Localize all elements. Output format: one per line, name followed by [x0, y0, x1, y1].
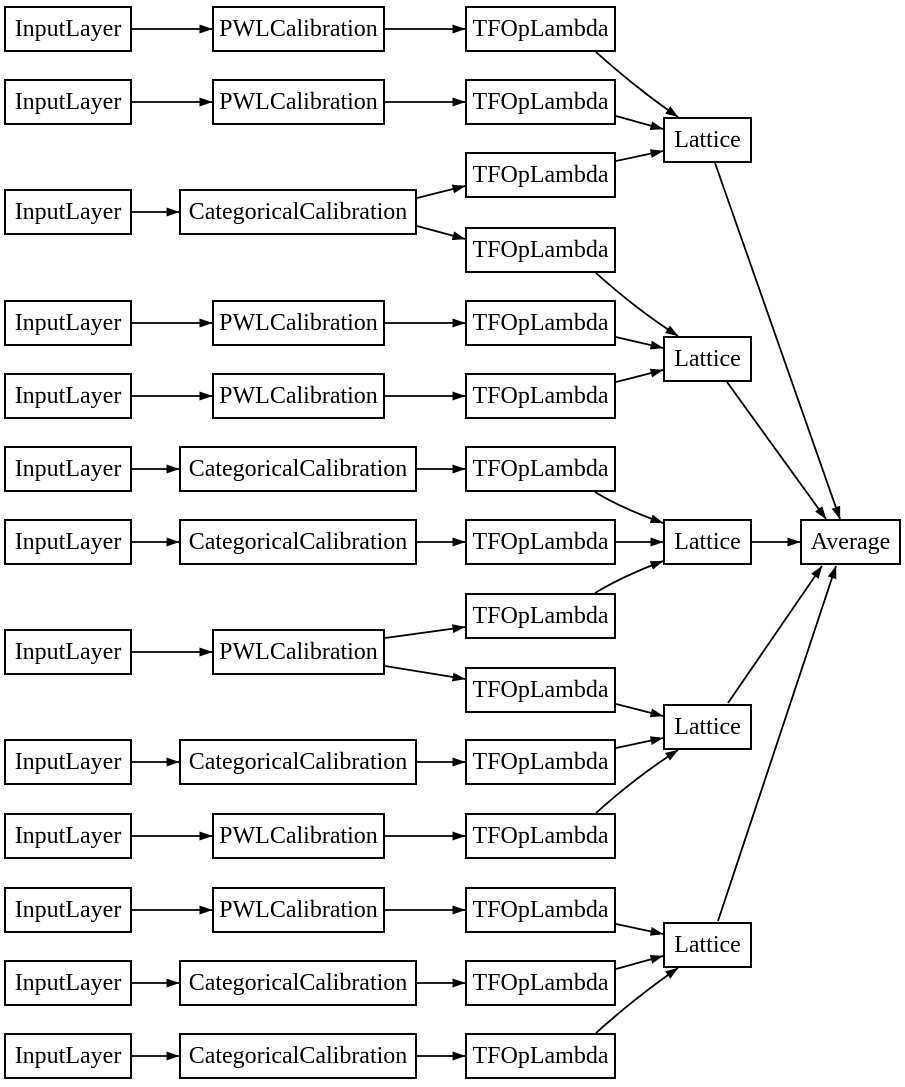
node-t13-tfoplambda: TFOpLambda	[465, 887, 616, 933]
node-t6-tfoplambda: TFOpLambda	[465, 373, 616, 419]
node-t5-tfoplambda: TFOpLambda	[465, 300, 616, 346]
edge-t6-to-l2	[615, 368, 664, 383]
node-c1-pwlcalibration: PWLCalibration	[212, 6, 385, 52]
node-avg-average: Average	[800, 519, 901, 565]
node-c5-pwlcalibration: PWLCalibration	[212, 373, 385, 419]
edge-t9-to-l3	[594, 560, 664, 594]
node-c9-categoricalcalibration: CategoricalCalibration	[179, 739, 417, 785]
node-c7-categoricalcalibration: CategoricalCalibration	[179, 519, 417, 565]
edge-c3-to-t3	[416, 184, 466, 199]
node-c13-categoricalcalibration: CategoricalCalibration	[179, 1033, 417, 1079]
node-il13-inputlayer: InputLayer	[4, 1033, 132, 1079]
edge-t13-to-l5	[615, 923, 664, 936]
edge-c8-to-t10	[384, 665, 466, 682]
node-l3-lattice: Lattice	[663, 519, 752, 565]
node-il10-inputlayer: InputLayer	[4, 813, 132, 859]
node-il4-inputlayer: InputLayer	[4, 300, 132, 346]
edge-t10-to-l4	[615, 703, 664, 718]
node-t2-tfoplambda: TFOpLambda	[465, 79, 616, 125]
node-t9-tfoplambda: TFOpLambda	[465, 593, 616, 639]
node-t7-tfoplambda: TFOpLambda	[465, 446, 616, 492]
node-il7-inputlayer: InputLayer	[4, 519, 132, 565]
node-t15-tfoplambda: TFOpLambda	[465, 1033, 616, 1079]
node-c8-pwlcalibration: PWLCalibration	[212, 629, 385, 675]
node-t1-tfoplambda: TFOpLambda	[465, 6, 616, 52]
node-l4-lattice: Lattice	[663, 704, 752, 750]
node-t10-tfoplambda: TFOpLambda	[465, 667, 616, 713]
node-c10-pwlcalibration: PWLCalibration	[212, 813, 385, 859]
edge-c3-to-t4	[416, 225, 466, 241]
node-c3-categoricalcalibration: CategoricalCalibration	[179, 189, 417, 235]
node-t3-tfoplambda: TFOpLambda	[465, 152, 616, 198]
node-l2-lattice: Lattice	[663, 336, 752, 382]
edge-t14-to-l5	[615, 954, 664, 970]
node-l5-lattice: Lattice	[663, 922, 752, 968]
node-t14-tfoplambda: TFOpLambda	[465, 960, 616, 1006]
node-il3-inputlayer: InputLayer	[4, 189, 132, 235]
edge-c8-to-t9	[384, 624, 466, 639]
node-c11-pwlcalibration: PWLCalibration	[212, 887, 385, 933]
edge-t11-to-l4	[615, 736, 664, 749]
node-t11-tfoplambda: TFOpLambda	[465, 739, 616, 785]
node-c4-pwlcalibration: PWLCalibration	[212, 300, 385, 346]
edge-l4-to-avg	[727, 565, 823, 704]
node-il6-inputlayer: InputLayer	[4, 446, 132, 492]
node-il11-inputlayer: InputLayer	[4, 887, 132, 933]
node-il1-inputlayer: InputLayer	[4, 6, 132, 52]
node-t12-tfoplambda: TFOpLambda	[465, 813, 616, 859]
node-il2-inputlayer: InputLayer	[4, 79, 132, 125]
node-il9-inputlayer: InputLayer	[4, 739, 132, 785]
node-il12-inputlayer: InputLayer	[4, 960, 132, 1006]
node-l1-lattice: Lattice	[663, 117, 752, 163]
node-t4-tfoplambda: TFOpLambda	[465, 227, 616, 273]
edge-t5-to-l2	[615, 336, 664, 350]
node-il8-inputlayer: InputLayer	[4, 629, 132, 675]
edge-t2-to-l1	[615, 115, 664, 131]
node-c2-pwlcalibration: PWLCalibration	[212, 79, 385, 125]
edge-t3-to-l1	[615, 149, 664, 162]
node-t8-tfoplambda: TFOpLambda	[465, 519, 616, 565]
edge-l2-to-avg	[726, 381, 827, 520]
node-c6-categoricalcalibration: CategoricalCalibration	[179, 446, 417, 492]
node-c12-categoricalcalibration: CategoricalCalibration	[179, 960, 417, 1006]
node-il5-inputlayer: InputLayer	[4, 373, 132, 419]
